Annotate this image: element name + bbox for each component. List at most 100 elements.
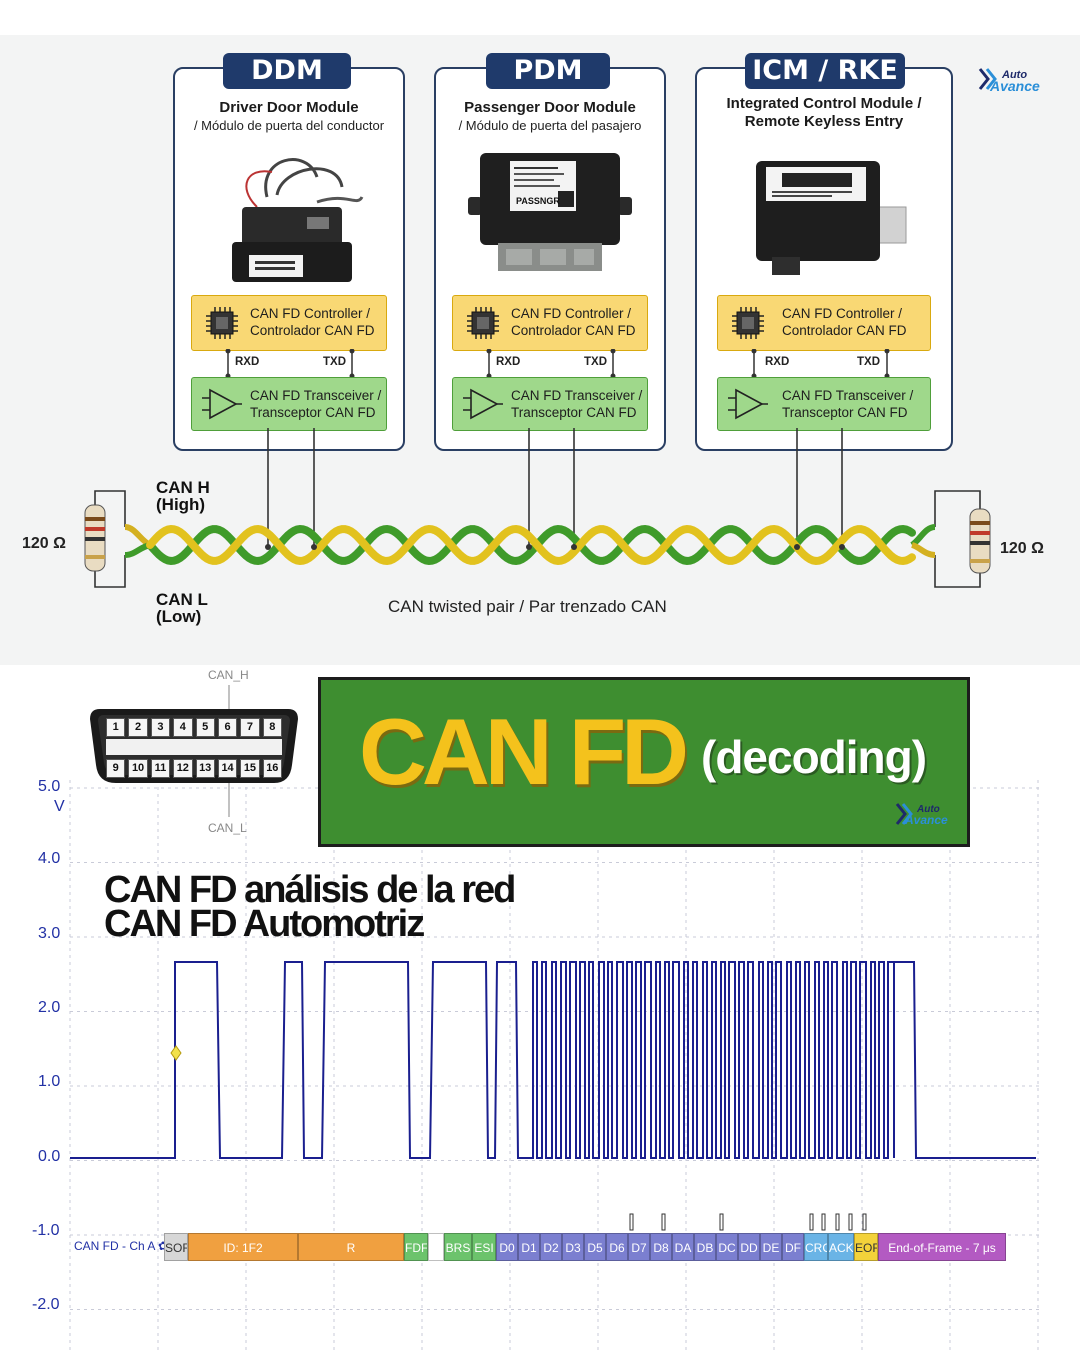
decode-segment[interactable]: DD (738, 1233, 760, 1261)
decode-segment[interactable]: D6 (606, 1233, 628, 1261)
controller-label: CAN FD Controller / Controlador CAN FD (511, 306, 636, 338)
obd-pin: 6 (217, 718, 238, 737)
y-tick-label: 0.0 (38, 1148, 61, 1165)
can-fd-controller: CAN FD Controller / Controlador CAN FD (191, 295, 387, 351)
can-fd-waveform (70, 961, 1036, 1159)
can-bus-drawing (84, 428, 991, 588)
controller-label: CAN FD Controller / Controlador CAN FD (250, 306, 375, 338)
can-fd-banner: CAN FD (decoding) Auto Avance (318, 677, 970, 847)
transceiver-label: CAN FD Transceiver / Transceptor CAN FD (782, 388, 914, 420)
can-fd-transceiver: CAN FD Transceiver / Transceptor CAN FD (452, 377, 648, 431)
decode-segment[interactable]: BRS (444, 1233, 472, 1261)
can-fd-transceiver: CAN FD Transceiver / Transceptor CAN FD (191, 377, 387, 431)
decode-segment[interactable]: D7 (628, 1233, 650, 1261)
decode-segment[interactable]: D0 (496, 1233, 518, 1261)
decode-segment[interactable]: DA (672, 1233, 694, 1261)
gear-icon[interactable]: ✿ (158, 1239, 168, 1253)
chevron-logo-icon (895, 803, 913, 825)
can-h-label: CAN H (High) (156, 478, 210, 514)
bit-markers (629, 1213, 867, 1231)
module-title-line2: Remote Keyless Entry (744, 113, 904, 130)
obd-pin: 14 (217, 759, 238, 778)
rxd-label: RXD (496, 356, 521, 368)
decode-segment[interactable]: ACK (828, 1233, 854, 1261)
obd-pin: 16 (262, 759, 282, 778)
logo-line2: Avance (990, 78, 1040, 94)
rxd-label: RXD (765, 356, 790, 368)
decode-segment[interactable]: EOF (854, 1233, 878, 1261)
can-network-diagram: Auto Avance DDM Driver Door Module / Mód… (0, 35, 1080, 665)
decode-segment[interactable]: D1 (518, 1233, 540, 1261)
y-tick-label: -1.0 (32, 1222, 60, 1239)
decode-segment[interactable]: FDF (404, 1233, 428, 1261)
chip-icon (206, 307, 238, 339)
decode-segment[interactable]: CRC (804, 1233, 828, 1261)
ddm-module-photo (232, 158, 364, 282)
trigger-marker-icon (170, 1045, 182, 1061)
decode-segment[interactable]: D2 (540, 1233, 562, 1261)
channel-label[interactable]: CAN FD - Ch A ✿ (74, 1239, 168, 1253)
decode-segment[interactable]: End-of-Frame - 7 μs (878, 1233, 1006, 1261)
obd-pin: 4 (173, 718, 193, 737)
obd-pin: 2 (128, 718, 148, 737)
y-tick-label: 5.0 (38, 778, 61, 795)
module-tag: ICM / RKE (745, 53, 905, 89)
obd-pin: 5 (195, 718, 215, 737)
obd-pin: 7 (240, 718, 260, 737)
obd-pin: 13 (195, 759, 215, 778)
decode-segment[interactable]: D5 (584, 1233, 606, 1261)
banner-title: CAN FD (359, 699, 689, 804)
can-fd-controller: CAN FD Controller / Controlador CAN FD (452, 295, 648, 351)
resistor-right-label: 120 Ω (1000, 540, 1044, 557)
obd-pin: 8 (262, 718, 282, 737)
twisted-pair-caption: CAN twisted pair / Par trenzado CAN (388, 597, 667, 616)
pdm-module-photo: PASSNGR (468, 153, 632, 271)
controller-label: CAN FD Controller / Controlador CAN FD (782, 306, 907, 338)
obd-pin: 9 (106, 759, 126, 778)
decode-segment[interactable]: DF (782, 1233, 804, 1261)
module-title: Integrated Control Module / (726, 95, 922, 112)
can-l-label: CAN L (Low) (156, 590, 208, 626)
obd-pin: 11 (150, 759, 171, 778)
passngr-label: PASSNGR (516, 196, 560, 206)
transceiver-label: CAN FD Transceiver / Transceptor CAN FD (250, 388, 382, 420)
decode-segment[interactable]: ESI (472, 1233, 496, 1261)
chip-icon (467, 307, 499, 339)
txd-label: TXD (584, 356, 607, 368)
decode-segment[interactable]: DC (716, 1233, 738, 1261)
chip-icon (732, 307, 764, 339)
resistor-left-label: 120 Ω (22, 535, 66, 552)
decode-segment[interactable]: ID: 1F2 (188, 1233, 298, 1261)
decode-segment[interactable]: SOF (164, 1233, 188, 1261)
resistor-left-icon (84, 504, 106, 572)
decode-segment[interactable]: D3 (562, 1233, 584, 1261)
y-tick-label: -2.0 (32, 1296, 60, 1313)
y-tick-label: 3.0 (38, 925, 61, 942)
obd-pin: 3 (150, 718, 171, 737)
module-subtitle: / Módulo de puerta del pasajero (458, 118, 642, 133)
y-tick-label: 1.0 (38, 1073, 61, 1090)
decode-segment[interactable]: R (298, 1233, 404, 1261)
obd-pin: 10 (128, 759, 148, 778)
icm-module-photo (756, 161, 907, 275)
y-tick-label: 2.0 (38, 999, 61, 1016)
module-tag: PDM (486, 53, 610, 89)
module-title: Driver Door Module (219, 99, 359, 116)
headline-line2: CAN FD Automotriz (104, 903, 425, 945)
chevron-logo-icon (978, 68, 997, 90)
obd-pin: 1 (106, 718, 126, 737)
module-subtitle: / Módulo de puerta del conductor (193, 118, 385, 133)
y-unit-label: V (54, 798, 65, 815)
amplifier-icon (463, 388, 503, 420)
decode-segment[interactable]: DB (694, 1233, 716, 1261)
obd-middle-slot (106, 739, 282, 755)
can-fd-transceiver: CAN FD Transceiver / Transceptor CAN FD (717, 377, 931, 431)
decode-segment[interactable]: D8 (650, 1233, 672, 1261)
txd-label: TXD (323, 356, 346, 368)
decode-segment[interactable] (428, 1233, 444, 1261)
y-tick-label: 4.0 (38, 850, 61, 867)
decode-segment[interactable]: DE (760, 1233, 782, 1261)
module-pdm: PDM Passenger Door Module / Módulo de pu… (434, 53, 666, 451)
